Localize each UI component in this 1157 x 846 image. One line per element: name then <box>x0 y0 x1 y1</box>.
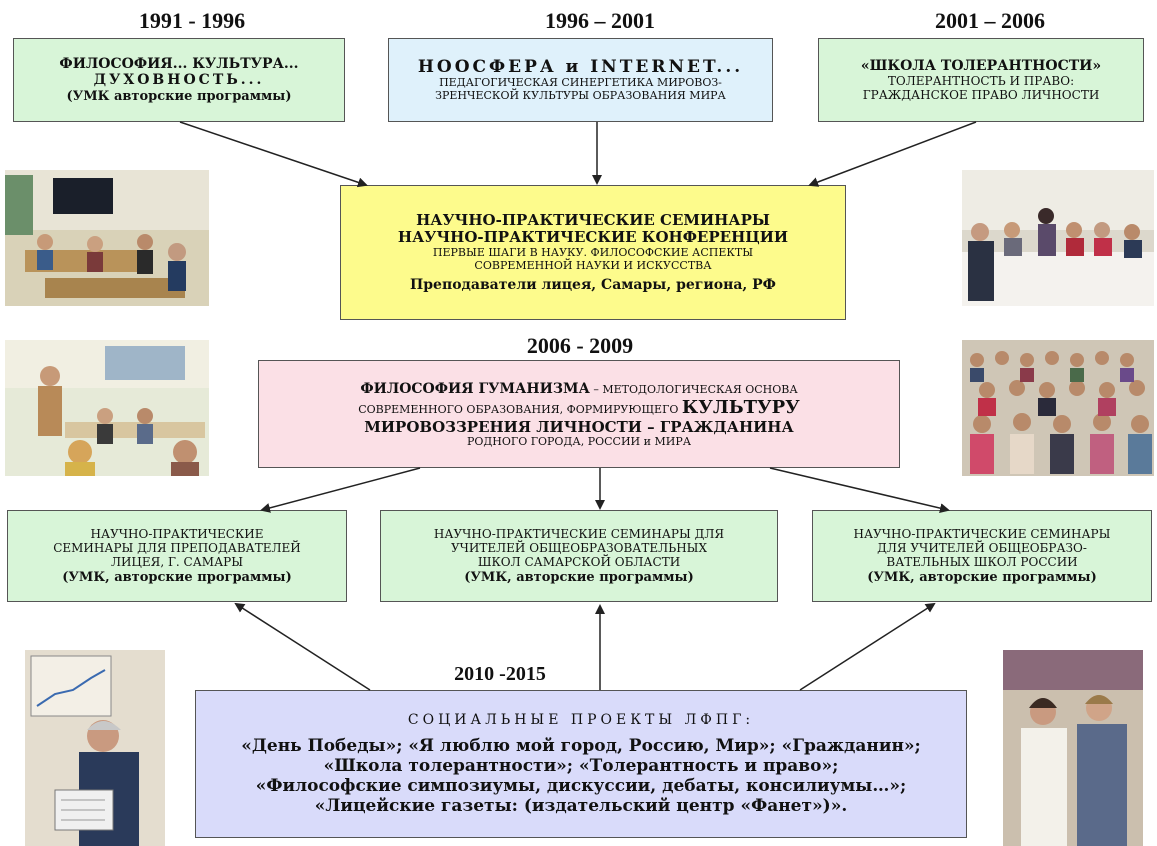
humanism-line4: РОДНОГО ГОРОДА, РОССИИ и МИРА <box>466 435 692 449</box>
period-1991-1996: 1991 - 1996 <box>138 8 246 33</box>
russia-seminars-box: НАУЧНО-ПРАКТИЧЕСКИЕ СЕМИНАРЫ ДЛЯ УЧИТЕЛЕ… <box>812 510 1152 602</box>
social-title: СОЦИАЛЬНЫЕ ПРОЕКТЫ ЛФПГ: <box>407 711 755 728</box>
region-line3: ШКОЛ САМАРСКОЙ ОБЛАСТИ <box>477 555 681 570</box>
philosophy-line3: (УМК авторские программы) <box>66 88 292 104</box>
conference-audience-image <box>962 340 1154 476</box>
seminar-lecture-photo <box>5 340 209 476</box>
tolerance-line1: «ШКОЛА ТОЛЕРАНТНОСТИ» <box>860 57 1102 74</box>
social-line3: «Философские симпозиумы, дискуссии, деба… <box>255 776 907 797</box>
social-line1: «День Победы»; «Я люблю мой город, Росси… <box>241 736 921 757</box>
period-2010-2015: 2010 -2015 <box>454 663 546 685</box>
humanism-line2: СОВРЕМЕННОГО ОБРАЗОВАНИЯ, ФОРМИРУЮЩЕГО К… <box>358 397 800 418</box>
tolerance-line3: ГРАЖДАНСКОЕ ПРАВО ЛИЧНОСТИ <box>862 88 1100 103</box>
region-line1: НАУЧНО-ПРАКТИЧЕСКИЕ СЕМИНАРЫ ДЛЯ <box>433 527 725 542</box>
russia-line4: (УМК, авторские программы) <box>867 569 1097 585</box>
humanism-line2-bold: КУЛЬТУРУ <box>681 397 800 419</box>
arrow-tolerance-to-seminars <box>808 121 977 187</box>
russia-line3: ВАТЕЛЬНЫХ ШКОЛ РОССИИ <box>886 555 1078 570</box>
humanism-line1-rest: – МЕТОДОЛОГИЧЕСКАЯ ОСНОВА <box>589 382 798 396</box>
arrow-philosophy-to-seminars <box>179 121 368 188</box>
humanism-line1-bold: ФИЛОСОФИЯ ГУМАНИЗМА <box>360 380 590 397</box>
seminar-classroom-photo <box>5 170 209 306</box>
social-projects-box: СОЦИАЛЬНЫЕ ПРОЕКТЫ ЛФПГ: «День Победы»; … <box>195 690 967 838</box>
period-1996-2001: 1996 – 2001 <box>545 8 655 33</box>
lyceum-line2: СЕМИНАРЫ ДЛЯ ПРЕПОДАВАТЕЛЕЙ <box>53 541 301 556</box>
arrow-social-to-lyceum <box>234 602 371 691</box>
tolerance-line2: ТОЛЕРАНТНОСТЬ И ПРАВО: <box>887 74 1075 89</box>
seminars-line3: ПЕРВЫЕ ШАГИ В НАУКУ. ФИЛОСОФСКИЕ АСПЕКТЫ <box>432 245 754 259</box>
seminar-lecture-image <box>5 340 209 476</box>
arrow-social-to-russia <box>799 602 936 691</box>
lyceum-seminars-box: НАУЧНО-ПРАКТИЧЕСКИЕ СЕМИНАРЫ ДЛЯ ПРЕПОДА… <box>7 510 347 602</box>
period-2006-2009: 2006 - 2009 <box>526 333 634 358</box>
speaker-with-newspaper-image <box>25 650 165 846</box>
two-women-image <box>1003 650 1143 846</box>
social-line4: «Лицейские газеты: (издательский центр «… <box>314 796 848 817</box>
region-line4: (УМК, авторские программы) <box>464 569 694 585</box>
seminars-line1: НАУЧНО-ПРАКТИЧЕСКИЕ СЕМИНАРЫ <box>416 210 770 229</box>
region-line2: УЧИТЕЛЕЙ ОБЩЕОБРАЗОВАТЕЛЬНЫХ <box>450 541 708 556</box>
lyceum-line1: НАУЧНО-ПРАКТИЧЕСКИЕ <box>90 527 264 542</box>
seminars-line5: Преподаватели лицея, Самары, региона, РФ <box>410 276 776 293</box>
noosphere-line3: ЗРЕНЧЕСКОЙ КУЛЬТУРЫ ОБРАЗОВАНИЯ МИРА <box>435 89 726 103</box>
noosphere-box: НООСФЕРА и INTERNET... ПЕДАГОГИЧЕСКАЯ СИ… <box>388 38 773 122</box>
philosophy-box: ФИЛОСОФИЯ... КУЛЬТУРА... ДУХОВНОСТЬ... (… <box>13 38 345 122</box>
conference-presidium-photo <box>962 170 1154 306</box>
seminars-line4: СОВРЕМЕННОЙ НАУКИ И ИСКУССТВА <box>474 258 712 272</box>
lyceum-line3: ЛИЦЕЯ, Г. САМАРЫ <box>110 555 244 570</box>
russia-line2: ДЛЯ УЧИТЕЛЕЙ ОБЩЕОБРАЗО- <box>877 541 1087 556</box>
arrow-humanism-to-russia <box>769 467 950 514</box>
philosophy-line1: ФИЛОСОФИЯ... КУЛЬТУРА... <box>59 55 299 72</box>
lyceum-line4: (УМК, авторские программы) <box>62 569 292 585</box>
noosphere-line2: ПЕДАГОГИЧЕСКАЯ СИНЕРГЕТИКА МИРОВОЗ- <box>439 76 722 90</box>
humanism-box: ФИЛОСОФИЯ ГУМАНИЗМА – МЕТОДОЛОГИЧЕСКАЯ О… <box>258 360 900 468</box>
conference-presidium-image <box>962 170 1154 306</box>
speaker-with-newspaper-photo <box>25 650 165 846</box>
social-line2: «Школа толерантности»; «Толерантность и … <box>323 756 839 777</box>
humanism-line3: МИРОВОЗЗРЕНИЯ ЛИЧНОСТИ – ГРАЖДАНИНА <box>364 417 794 436</box>
tolerance-box: «ШКОЛА ТОЛЕРАНТНОСТИ» ТОЛЕРАНТНОСТЬ И ПР… <box>818 38 1144 122</box>
humanism-line2-rest: СОВРЕМЕННОГО ОБРАЗОВАНИЯ, ФОРМИРУЮЩЕГО <box>358 403 682 417</box>
two-women-photo <box>1003 650 1143 846</box>
seminar-classroom-image <box>5 170 209 306</box>
seminars-box: НАУЧНО-ПРАКТИЧЕСКИЕ СЕМИНАРЫ НАУЧНО-ПРАК… <box>340 185 846 320</box>
philosophy-line2: ДУХОВНОСТЬ... <box>93 72 265 89</box>
noosphere-line1: НООСФЕРА и INTERNET... <box>417 57 744 77</box>
russia-line1: НАУЧНО-ПРАКТИЧЕСКИЕ СЕМИНАРЫ <box>853 527 1111 542</box>
seminars-line2: НАУЧНО-ПРАКТИЧЕСКИЕ КОНФЕРЕНЦИИ <box>397 228 789 247</box>
region-seminars-box: НАУЧНО-ПРАКТИЧЕСКИЕ СЕМИНАРЫ ДЛЯ УЧИТЕЛЕ… <box>380 510 778 602</box>
humanism-line1: ФИЛОСОФИЯ ГУМАНИЗМА – МЕТОДОЛОГИЧЕСКАЯ О… <box>360 379 797 398</box>
period-2001-2006: 2001 – 2006 <box>935 8 1045 33</box>
conference-audience-photo <box>962 340 1154 476</box>
arrow-humanism-to-lyceum <box>260 467 421 513</box>
